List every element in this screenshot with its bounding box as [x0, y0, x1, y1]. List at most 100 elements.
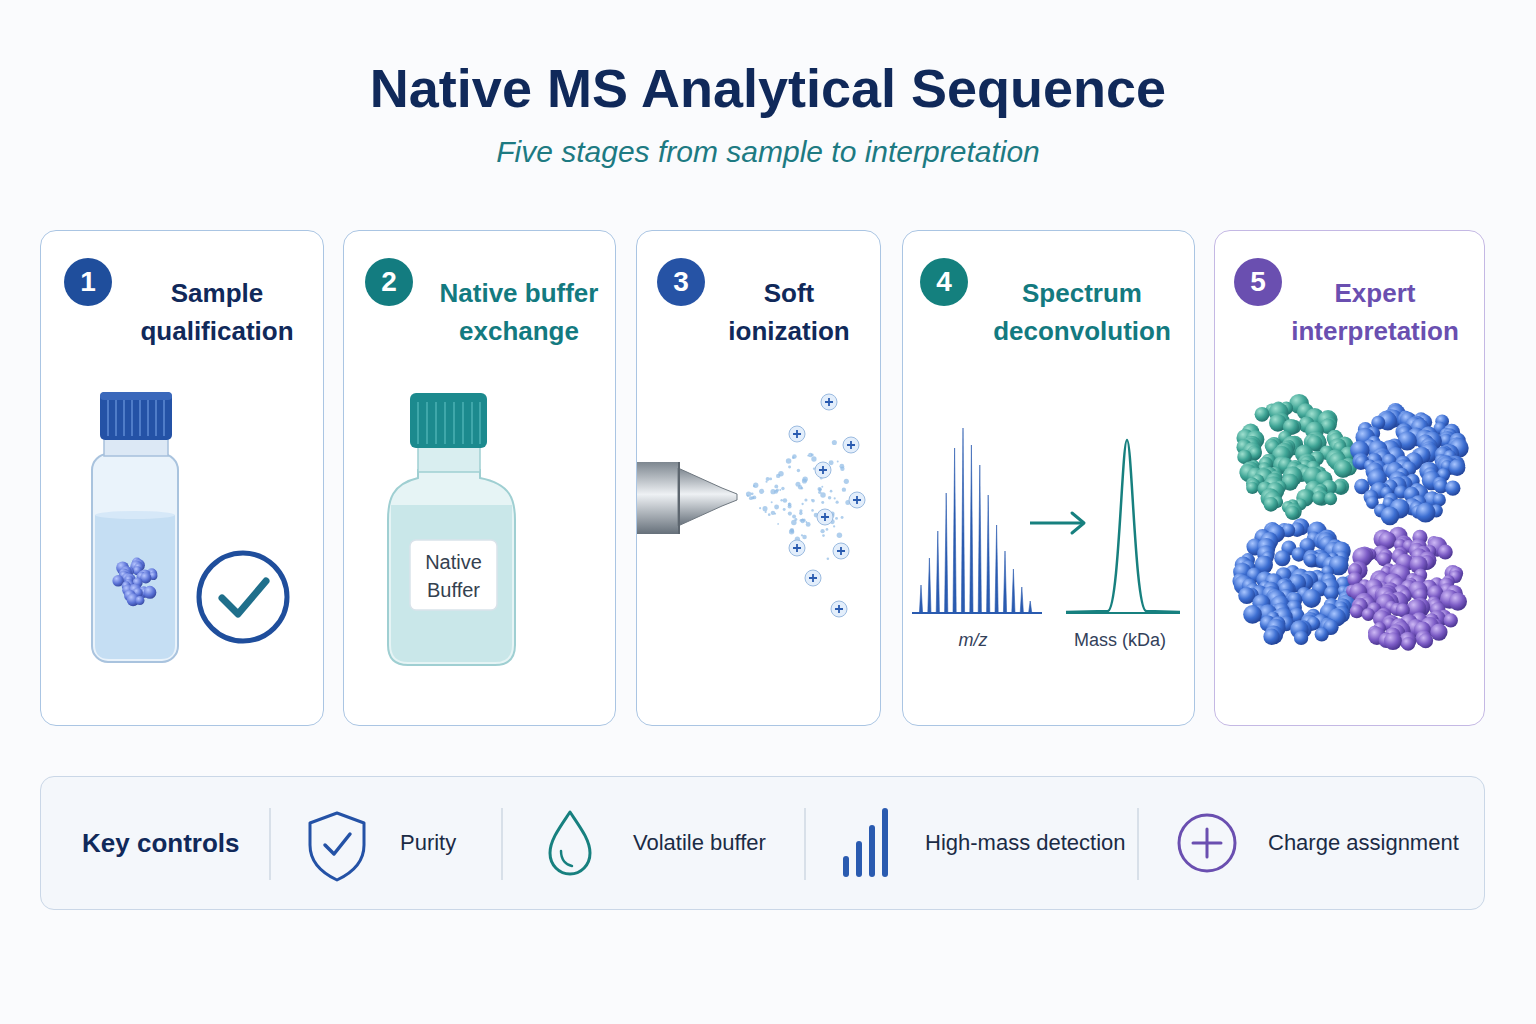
art-shape [882, 808, 888, 877]
spectrum-peak [995, 525, 998, 613]
atom-sphere [1334, 460, 1352, 478]
card-ground [1214, 230, 1485, 726]
card-ground [40, 230, 324, 726]
ion-circle [817, 509, 833, 525]
droplet [835, 517, 838, 520]
droplet [817, 487, 821, 491]
droplet [788, 504, 792, 508]
droplet [766, 477, 770, 481]
spectrum-peak [961, 428, 964, 613]
atom-sphere [1263, 629, 1279, 645]
panel-symbols [270, 808, 1235, 880]
step-badge: 4 [920, 258, 968, 306]
droplet [801, 503, 803, 505]
droplet [795, 482, 800, 487]
atom-sphere [1315, 627, 1329, 641]
droplet [746, 491, 751, 496]
card-grounds [40, 230, 1485, 910]
droplet [837, 461, 839, 463]
droplet [811, 454, 814, 457]
ion-circle [849, 492, 865, 508]
diagram-caption: Five stages from sample to interpretatio… [0, 134, 1536, 170]
droplet [842, 488, 846, 492]
card-ground [902, 230, 1195, 726]
shield-icon [310, 813, 364, 880]
text-slot: Native Buffer [410, 548, 497, 604]
atom-sphere [1285, 506, 1299, 520]
atom-sphere [1312, 491, 1326, 505]
droplet [788, 511, 792, 515]
spectrum-peak [936, 531, 939, 613]
droplet [830, 490, 833, 493]
panel-ground [40, 776, 1485, 910]
atom-sphere [1449, 459, 1466, 476]
cap-ribs [108, 398, 164, 436]
panel-dividers [270, 808, 1138, 880]
art-shape [147, 398, 149, 436]
droplet [753, 483, 758, 488]
atom-sphere [144, 586, 157, 599]
spectrum-peak [945, 493, 948, 613]
charge-state-peaks [919, 428, 1031, 613]
droplet [779, 489, 781, 491]
art-shape [444, 402, 446, 444]
ion-plus [793, 430, 801, 438]
droplet [800, 519, 803, 522]
droplet [836, 501, 839, 504]
droplet [820, 529, 824, 533]
emitter-ring [678, 462, 680, 534]
droplet [837, 533, 842, 538]
stage-card: 3Soft ionization [636, 230, 881, 726]
droplet [774, 484, 778, 488]
stage-card: 1Sample qualification [40, 230, 324, 726]
droplet [776, 488, 779, 491]
card-ground [636, 230, 881, 726]
atom-sphere [1246, 482, 1258, 494]
droplet [834, 497, 836, 499]
ion-plus [821, 513, 829, 521]
art-shape [843, 856, 849, 877]
ion-circle [831, 601, 847, 617]
axis-label: Mass (kDa) [1060, 628, 1180, 652]
liquid-surface [95, 511, 175, 519]
spectrum-peak [1003, 551, 1006, 613]
cap-top [100, 392, 172, 400]
text-slot: Five stages from sample to interpretatio… [0, 134, 1536, 170]
art-shape [131, 398, 133, 436]
droplet [827, 557, 829, 559]
droplet [768, 513, 771, 516]
atom-sphere [1401, 637, 1415, 651]
stage-title: Native buffer exchange [414, 274, 624, 350]
control-label: Charge assignment [1268, 829, 1478, 857]
droplet [771, 511, 775, 515]
atom-sphere [1274, 550, 1290, 566]
spectrum-peak [928, 558, 931, 613]
ion-circle [805, 570, 821, 586]
art-shape [163, 398, 165, 436]
droplet [789, 529, 794, 534]
droplet [792, 514, 796, 518]
atom-sphere [1381, 506, 1400, 525]
droplet [833, 525, 835, 527]
droplet [822, 534, 825, 537]
droplet [769, 477, 772, 480]
atom-sphere [1335, 460, 1352, 477]
ion-symbol [789, 426, 805, 442]
atom-sphere [1418, 633, 1433, 648]
droplet [783, 508, 786, 511]
droplet [802, 477, 807, 482]
text-slot: Native MS Analytical Sequence [0, 56, 1536, 120]
protein-complex [1232, 394, 1468, 651]
atom-blob [1236, 394, 1357, 520]
arrow-head [1072, 513, 1084, 533]
spectrum-peak [919, 585, 922, 613]
droplet [804, 498, 807, 501]
art-shape [1137, 808, 1139, 880]
droplet [821, 486, 823, 488]
droplet [777, 523, 779, 525]
droplet [797, 469, 800, 472]
atom-sphere [1294, 631, 1308, 645]
droplet [765, 511, 767, 513]
mass-peak [1066, 440, 1180, 612]
